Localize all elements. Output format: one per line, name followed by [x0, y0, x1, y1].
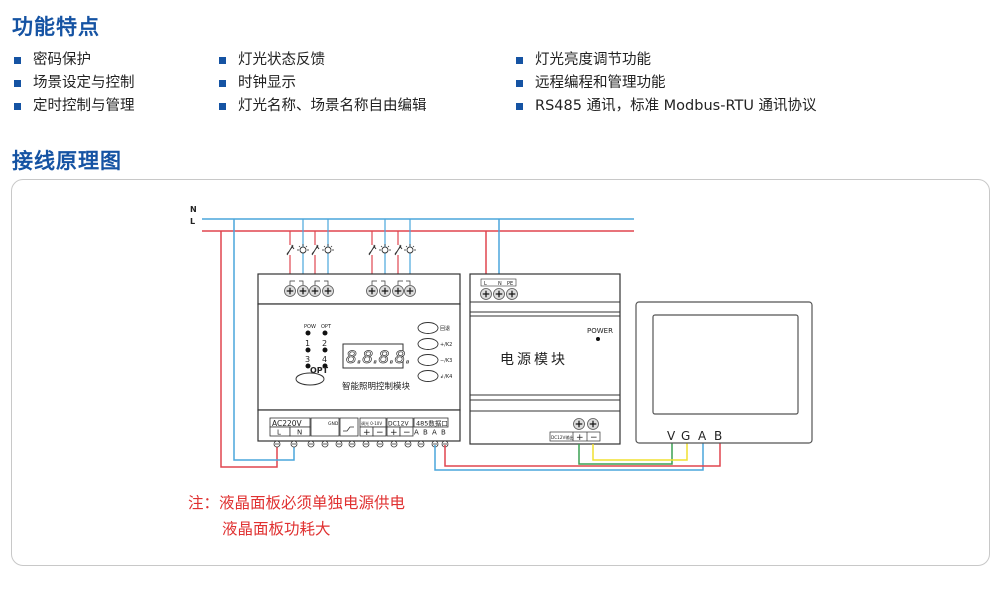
- lcd-screen: [653, 315, 798, 414]
- screw-terminal: [323, 286, 334, 297]
- terminal-b-label: B: [423, 429, 428, 437]
- output-plus-label: +: [576, 433, 584, 443]
- gnd-label: GND: [328, 421, 339, 427]
- screw-terminal: [322, 441, 328, 447]
- led-pow: [306, 331, 311, 336]
- screw-terminal: [393, 286, 404, 297]
- side-button-back[interactable]: [418, 323, 438, 334]
- led-opt: [323, 331, 328, 336]
- power-module-name: 电源模块: [500, 352, 568, 368]
- side-button-k3[interactable]: [418, 355, 438, 366]
- screw-terminal: [367, 286, 378, 297]
- screw-terminal: [494, 289, 505, 300]
- screw-terminal: [310, 286, 321, 297]
- side-button-label: −/K3: [440, 358, 452, 364]
- terminal-l-label: L: [277, 429, 281, 437]
- side-button-label: 回退: [440, 325, 450, 332]
- input-n-label: N: [498, 281, 502, 287]
- screw-terminal: [291, 441, 297, 447]
- terminal-a-label: A: [414, 429, 419, 437]
- side-button-label: ↲/K4: [440, 374, 452, 380]
- side-button-k2[interactable]: [418, 339, 438, 350]
- led-label-4: 4: [322, 355, 327, 364]
- output-minus-label: −: [590, 433, 598, 443]
- power-led-label: POWER: [587, 327, 613, 335]
- terminal-a-label: A: [432, 429, 437, 437]
- bus-label-n: N: [190, 205, 197, 214]
- screw-terminal: [418, 441, 424, 447]
- screw-terminal: [405, 441, 411, 447]
- display-digits: 8.8.8.8.: [346, 348, 411, 368]
- screw-terminal: [391, 441, 397, 447]
- screw-terminal: [285, 286, 296, 297]
- led-label-1: 1: [305, 339, 310, 348]
- screw-terminal: [274, 441, 280, 447]
- opt-button[interactable]: [296, 373, 324, 385]
- switch-icon: [287, 245, 294, 255]
- led-label-pow: POW: [304, 324, 316, 330]
- led-label-opt: OPT: [321, 324, 332, 330]
- side-button-label: +/K2: [440, 342, 452, 348]
- switch-icon: [395, 245, 402, 255]
- terminal-plus-label: +: [363, 428, 371, 438]
- screw-terminal: [380, 286, 391, 297]
- input-l-label: L: [484, 281, 487, 287]
- terminal-plus-label: +: [390, 428, 398, 438]
- lcd-pin-b: B: [714, 429, 722, 443]
- led-label-3: 3: [305, 355, 310, 364]
- note-prefix: 注：: [188, 494, 219, 512]
- dc-negative-wire: [593, 443, 687, 460]
- note-line-2: 液晶面板功耗大: [222, 517, 331, 542]
- screw-terminal: [405, 286, 416, 297]
- screw-terminal: [349, 441, 355, 447]
- input-pe-label: PE: [507, 281, 513, 287]
- power-led: [596, 337, 600, 341]
- screw-terminal: [298, 286, 309, 297]
- lcd-panel: V G A B: [636, 302, 812, 443]
- terminal-minus-label: −: [376, 428, 384, 438]
- note-line-1: 液晶面板必须单独电源供电: [219, 494, 405, 512]
- control-module: POW OPT 1 2 3 4 OPT 8.8.8.8. 智能照明控制模块 回退…: [258, 274, 460, 447]
- bus-label-l: L: [190, 217, 195, 226]
- note: 注：液晶面板必须单独电源供电: [188, 491, 405, 516]
- switch-icon: [312, 245, 319, 255]
- terminal-n-label: N: [297, 429, 302, 437]
- lamp-icon: [297, 244, 309, 253]
- side-button-k4[interactable]: [418, 371, 438, 382]
- led-label-2: 2: [322, 339, 327, 348]
- switch-icon: [369, 245, 376, 255]
- bottom-screw-terminals: [274, 441, 448, 447]
- lcd-pin-a: A: [698, 429, 707, 443]
- load-circuits-group-1: [290, 219, 328, 278]
- dc-output-label: DC12V输出: [551, 434, 574, 441]
- lamp-icon: [322, 244, 334, 253]
- rs485-label: 485数据口: [416, 419, 448, 428]
- module-name: 智能照明控制模块: [342, 381, 411, 392]
- terminal-b-label: B: [441, 429, 446, 437]
- lcd-pin-g: G: [681, 429, 690, 443]
- led-1: [306, 348, 311, 353]
- screw-terminal: [308, 441, 314, 447]
- screw-terminal: [574, 419, 585, 430]
- dimming-label: 调光 0-10V: [361, 420, 382, 426]
- rs485-b-wire: [445, 443, 720, 466]
- lamp-icon: [379, 244, 391, 253]
- power-module: L N PE POWER 电源模块 DC12V输出 + −: [470, 274, 620, 444]
- screw-terminal: [507, 289, 518, 300]
- lcd-pin-v: V: [667, 429, 676, 443]
- screw-terminal: [377, 441, 383, 447]
- dc12v-label: DC12V: [388, 421, 409, 428]
- led-2: [323, 348, 328, 353]
- loads: [287, 244, 416, 255]
- screw-terminal: [336, 441, 342, 447]
- screw-terminal: [481, 289, 492, 300]
- lamp-icon: [404, 244, 416, 253]
- screw-terminal: [588, 419, 599, 430]
- terminal-minus-label: −: [403, 428, 411, 438]
- load-circuits-group-2: [372, 219, 410, 278]
- screw-terminal: [363, 441, 369, 447]
